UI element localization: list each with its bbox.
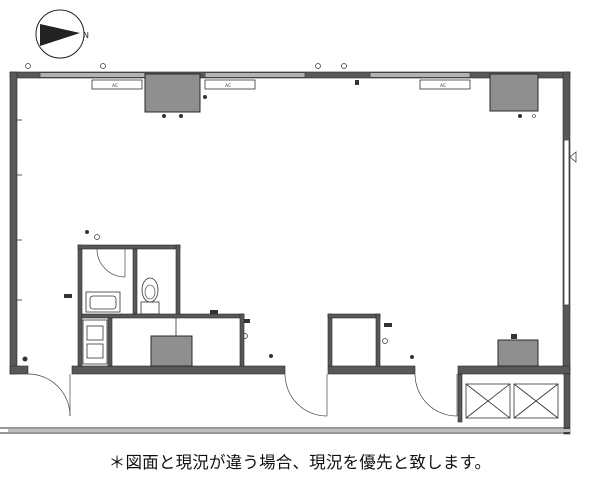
right-window: [563, 139, 577, 306]
exterior-walls: [9, 71, 571, 375]
disclaimer-caption: ＊図面と現況が違う場合、現況を優先と致します。: [108, 453, 492, 472]
ac-label: AC: [112, 83, 118, 89]
center-closet: [327, 313, 381, 367]
top-windows: [39, 72, 471, 78]
columns: [144, 73, 539, 367]
left-wall-marks: [17, 119, 22, 301]
compass-north-arrow-icon: N: [35, 9, 89, 59]
svg-text:N: N: [83, 31, 89, 40]
floor-plan: N: [0, 9, 577, 435]
entrance-doors: [27, 373, 458, 417]
bottom-left-wall: [9, 365, 29, 375]
storage-boxes: [457, 373, 571, 435]
bottom-boundary: [0, 427, 570, 434]
ac-label: AC: [440, 83, 446, 89]
ac-label: AC: [225, 83, 231, 89]
ac-units: AC AC AC: [91, 79, 471, 90]
wet-area: [77, 244, 245, 367]
